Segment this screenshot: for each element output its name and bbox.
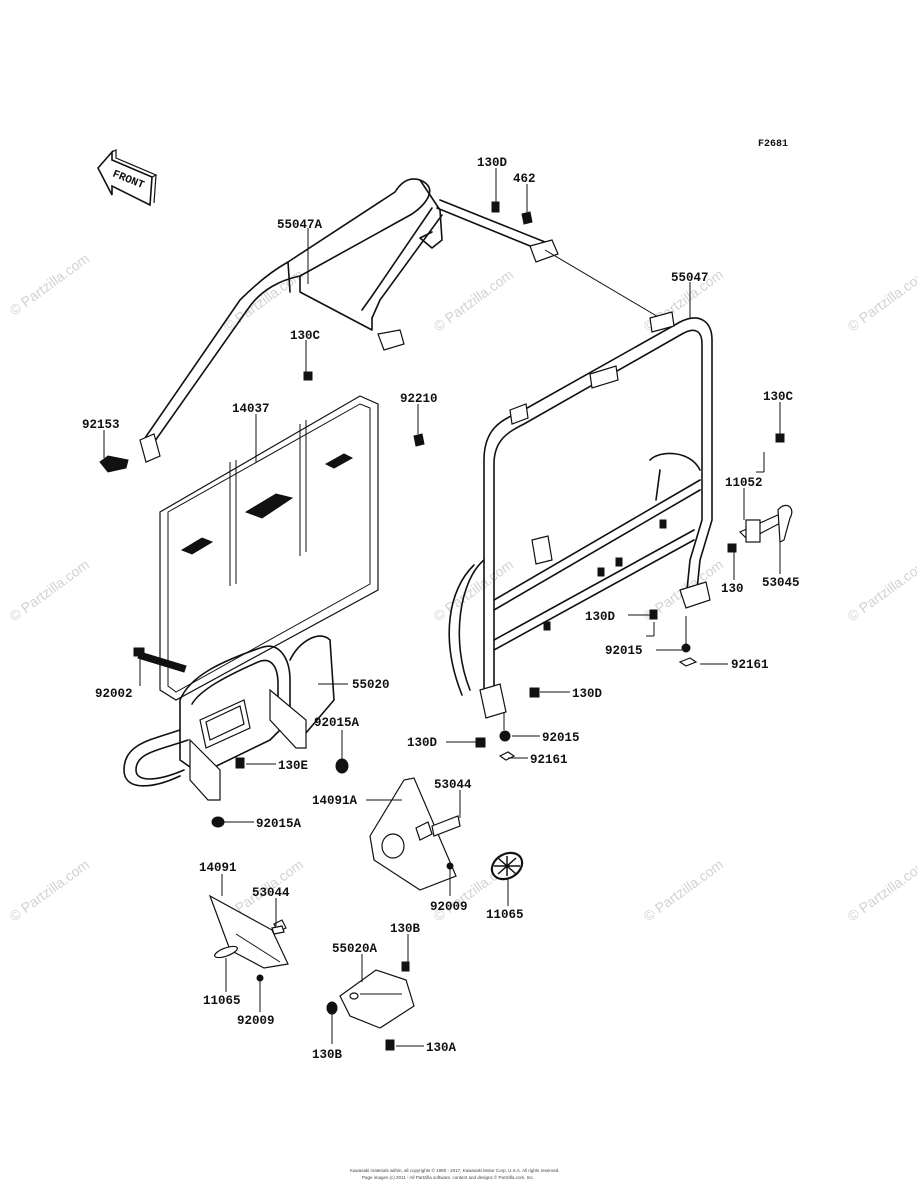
label-92015: 92015 [542,731,580,745]
label-130c: 130C [290,329,321,343]
main-frame-55047 [448,311,713,719]
label-53045: 53045 [762,576,800,590]
leader-lines [103,168,781,1047]
label-92015: 92015 [605,644,643,658]
rear-frame-55047a [139,178,559,463]
label-92009: 92009 [237,1014,275,1028]
bolt-icon [235,757,245,769]
watermark: © Partzilla.com [844,266,917,334]
label-55020a: 55020A [332,942,378,956]
label-130b: 130B [390,922,421,936]
label-92153: 92153 [82,418,120,432]
label-92002: 92002 [95,687,133,701]
footer-line1: Kawasaki materials within, all copyright… [350,1167,559,1173]
label-11065: 11065 [203,994,241,1008]
label-92161: 92161 [530,753,568,767]
bolt-icon [529,687,540,698]
wheel-icon-11065 [490,851,524,881]
label-92210: 92210 [400,392,438,406]
bolt-icon [137,651,187,673]
label-92015a: 92015A [256,817,302,831]
label-55047a: 55047A [277,218,323,232]
label-92161: 92161 [731,658,769,672]
watermark: © Partzilla.com [6,556,92,624]
label-14091a: 14091A [312,794,358,808]
label-130d: 130D [572,687,603,701]
hardware-group [99,201,793,1051]
watermark: © Partzilla.com [220,266,306,334]
bolt-icon [649,609,658,620]
label-53044: 53044 [434,778,472,792]
bolt-icon [99,455,129,473]
label-130e: 130E [278,759,308,773]
label-462: 462 [513,172,536,186]
label-130c: 130C [763,390,794,404]
clip-icon [777,504,793,543]
label-92015a: 92015A [314,716,360,730]
leader-line [544,249,661,319]
front-arrow-icon: FRONT [97,149,158,207]
label-14091: 14091 [199,861,237,875]
label-55020: 55020 [352,678,390,692]
label-130d: 130D [477,156,508,170]
watermark: © Partzilla.com [430,266,516,334]
footer-line2: Page images (c) 2011 - All Partzilla sof… [362,1174,534,1180]
part-labels: 55047A 130D 462 55047 130C 92210 14037 9… [82,156,800,1062]
bolt-icon [303,371,313,381]
watermark: © Partzilla.com [844,556,917,624]
label-11052: 11052 [725,476,763,490]
screen-14037 [159,395,379,701]
skid-plate-14091a [369,777,461,891]
front-bumper-55020 [123,635,335,801]
watermark-side: © Partzilla.com [6,250,92,318]
label-11065: 11065 [486,908,524,922]
label-130d: 130D [585,610,616,624]
bolt-icon [385,1039,395,1051]
label-130b: 130B [312,1048,343,1062]
label-92009: 92009 [430,900,468,914]
label-130a: 130A [426,1041,457,1055]
bracket-icon [745,519,761,543]
bolt-icon [475,737,486,748]
guard-55020a [339,969,415,1029]
washer-icon [499,730,511,742]
bolt-icon [775,433,785,443]
nut-icon [326,1001,338,1015]
label-14037: 14037 [232,402,270,416]
label-130: 130 [721,582,744,596]
bolt-icon [491,201,500,213]
washer-icon [678,657,698,667]
nut-icon [521,211,533,225]
label-130d: 130D [407,736,438,750]
clip-icon [271,925,285,935]
nut-icon [335,758,349,774]
label-55047: 55047 [671,271,709,285]
watermark: © Partzilla.com [640,856,726,924]
bolt-icon [727,543,737,553]
watermark: © Partzilla.com [844,856,917,924]
nut-icon [413,433,425,447]
bolt-icon [401,961,410,972]
washer-icon [498,751,516,761]
nut-icon [211,816,225,828]
label-53044: 53044 [252,886,290,900]
figure-id: F2681 [758,139,788,150]
plate-14091 [208,894,289,969]
watermark: © Partzilla.com [6,856,92,924]
